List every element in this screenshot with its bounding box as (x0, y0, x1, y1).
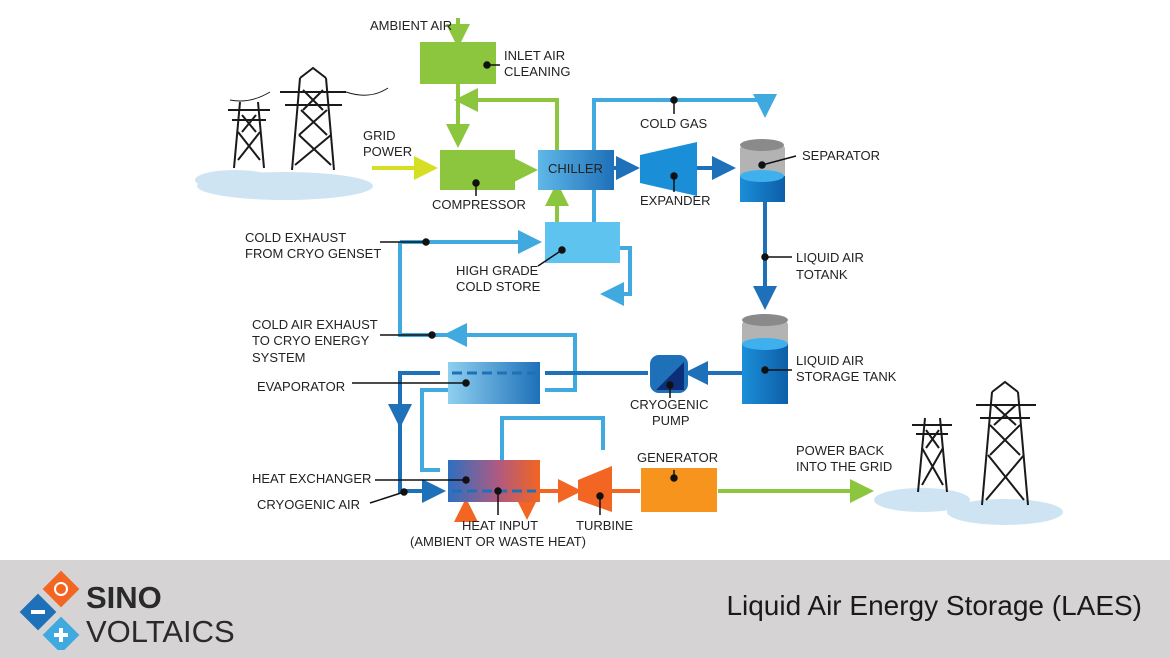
label-evaporator: EVAPORATOR (257, 379, 345, 394)
brand-name-top: SINO (86, 580, 162, 615)
logo-sun-icon (42, 570, 80, 608)
label-to-cryo-energy: TO CRYO ENERGY (252, 333, 370, 348)
label-cryogenic: CRYOGENIC (630, 397, 709, 412)
transmission-tower-icon (874, 380, 1063, 525)
label-chiller: CHILLER (548, 161, 603, 176)
label-cold-exhaust: COLD EXHAUST (245, 230, 346, 245)
inlet-air-cleaning-unit (420, 42, 496, 84)
label-heat-input-source: (AMBIENT OR WASTE HEAT) (410, 534, 586, 549)
turbine-unit (578, 466, 612, 512)
brand-name-bottom: VOLTAICS (86, 614, 235, 649)
footer-bar: SINO VOLTAICS Liquid Air Energy Storage … (0, 560, 1170, 658)
label-inlet-air-cleaning: CLEANING (504, 64, 570, 79)
label-inlet-air: INLET AIR (504, 48, 565, 63)
label-totank: TOTANK (796, 267, 848, 282)
label-separator: SEPARATOR (802, 148, 880, 163)
sinovoltaics-logo: SINO VOLTAICS (19, 570, 235, 650)
label-cold-gas: COLD GAS (640, 116, 708, 131)
label-high-grade: HIGH GRADE (456, 263, 539, 278)
label-heat-input: HEAT INPUT (462, 518, 538, 533)
label-ambient-air: AMBIENT AIR (370, 18, 452, 33)
logo-minus-icon (19, 593, 57, 631)
heat-exchanger-unit (448, 460, 540, 502)
label-cold-exhaust-genset: FROM CRYO GENSET (245, 246, 381, 261)
page-title: Liquid Air Energy Storage (LAES) (726, 590, 1142, 621)
label-into-the-grid: INTO THE GRID (796, 459, 892, 474)
label-storage-tank: STORAGE TANK (796, 369, 897, 384)
label-liquid-air-storage: LIQUID AIR (796, 353, 864, 368)
laes-process-diagram: AMBIENT AIR INLET AIR CLEANING GRID POWE… (195, 18, 1063, 549)
transmission-tower-icon (195, 66, 389, 200)
expander-unit (640, 142, 697, 196)
label-compressor: COMPRESSOR (432, 197, 526, 212)
label-cold-air-exhaust: COLD AIR EXHAUST (252, 317, 378, 332)
label-expander: EXPANDER (640, 193, 711, 208)
logo-plus-icon (42, 616, 80, 650)
high-grade-cold-store-unit (545, 222, 620, 263)
label-generator: GENERATOR (637, 450, 718, 465)
label-heat-exchanger: HEAT EXCHANGER (252, 471, 371, 486)
label-grid: GRID (363, 128, 396, 143)
generator-unit (641, 468, 717, 512)
label-cryogenic-air: CRYOGENIC AIR (257, 497, 360, 512)
label-cold-store: COLD STORE (456, 279, 541, 294)
label-liquid-air-to-tank: LIQUID AIR (796, 250, 864, 265)
label-grid-power: POWER (363, 144, 412, 159)
chiller-unit (538, 150, 614, 190)
label-pump: PUMP (652, 413, 690, 428)
label-system: SYSTEM (252, 350, 305, 365)
label-power-back: POWER BACK (796, 443, 884, 458)
label-turbine: TURBINE (576, 518, 633, 533)
